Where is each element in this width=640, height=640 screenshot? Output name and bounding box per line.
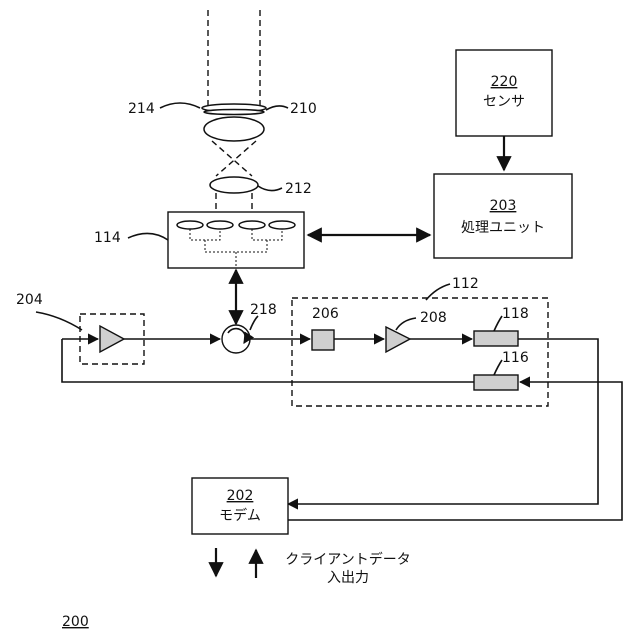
path-118-modem [288, 339, 598, 504]
lens-210 [204, 117, 264, 141]
filter-214-line [204, 110, 264, 115]
leader-116 [494, 360, 502, 375]
sensor-label: センサ [483, 94, 525, 110]
ref-210: 210 [290, 101, 317, 117]
detector-element-2 [207, 221, 233, 229]
path-116-204 [62, 339, 474, 382]
focus-ray-1 [212, 141, 252, 176]
processing-unit-box [434, 174, 572, 258]
ref-218: 218 [250, 302, 277, 318]
amplifier-204 [100, 326, 124, 352]
processing-unit-label: 処理ユニット [461, 220, 545, 236]
lens-212 [210, 177, 258, 193]
amplifier-208 [386, 327, 410, 352]
detector-element-1 [177, 221, 203, 229]
ref-212: 212 [285, 181, 312, 197]
leader-204 [36, 312, 82, 330]
ref-206: 206 [312, 306, 339, 322]
leader-212 [258, 186, 282, 191]
detector-element-4 [269, 221, 295, 229]
sensor-box [456, 50, 552, 136]
client-data-line1: クライアントデータ [285, 551, 410, 568]
client-data-line2: 入出力 [327, 570, 369, 586]
sensor-number: 220 [491, 74, 518, 90]
ref-114: 114 [94, 230, 121, 246]
modem-number: 202 [227, 488, 254, 504]
modem-box [192, 478, 288, 534]
leader-210 [266, 106, 288, 110]
ref-208: 208 [420, 310, 447, 326]
modem-label: モデム [219, 507, 261, 524]
ref-214: 214 [128, 101, 155, 117]
detector-element-3 [239, 221, 265, 229]
ref-116: 116 [502, 350, 529, 366]
processing-unit-number: 203 [490, 198, 517, 214]
leader-218 [250, 316, 258, 330]
coupler-116 [474, 375, 518, 390]
ref-204: 204 [16, 292, 43, 308]
leader-114 [128, 233, 168, 240]
leader-214 [160, 103, 200, 108]
focus-ray-2 [216, 141, 256, 176]
ref-118: 118 [502, 306, 529, 322]
path-modem-116 [288, 382, 622, 520]
leader-118 [494, 316, 502, 331]
coupler-118 [474, 331, 518, 346]
ref-112: 112 [452, 276, 479, 292]
figure-number: 200 [62, 614, 89, 630]
leader-208 [396, 318, 416, 330]
modulator-206 [312, 330, 334, 350]
